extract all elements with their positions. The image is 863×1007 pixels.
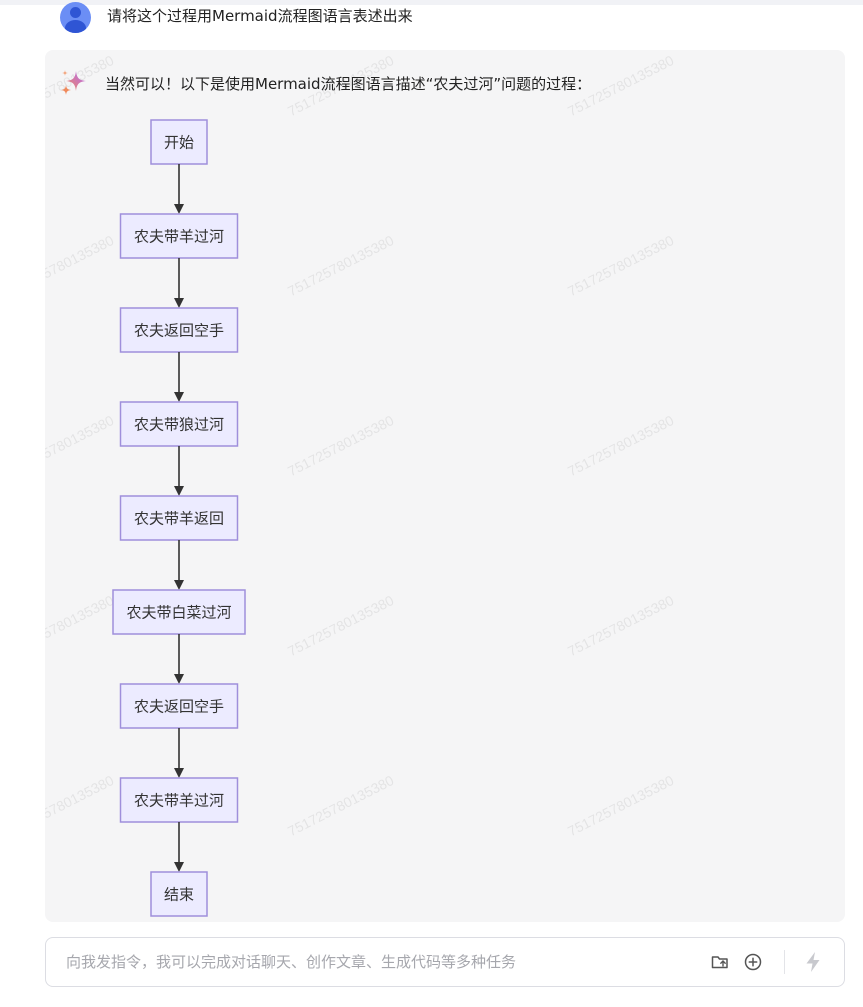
flow-node-n7: 农夫带羊过河 [119,777,239,823]
flow-node-label: 结束 [164,886,194,904]
flow-node-n5: 农夫带白菜过河 [112,589,246,635]
arrow-head-icon [174,580,184,590]
prompt-input[interactable] [66,951,626,973]
flow-edge [174,540,184,590]
folder-upload-icon [711,956,728,969]
sparkle-icon [61,70,86,95]
folder-upload-button[interactable] [709,951,731,973]
assistant-intro-text: 当然可以！以下是使用Mermaid流程图语言描述“农夫过河”问题的过程： [105,75,592,93]
user-message: 请将这个过程用Mermaid流程图语言表述出来 [107,7,413,25]
lightning-send-icon [806,952,820,972]
flow-node-label: 农夫带羊过河 [134,228,224,246]
flow-node-n2: 农夫返回空手 [119,307,239,353]
flow-edge [174,634,184,684]
flow-edge [174,822,184,872]
composer-bar [45,937,845,987]
flow-node-box [119,777,239,823]
flow-node-label: 开始 [164,134,194,152]
flow-node-label: 农夫返回空手 [134,698,224,716]
flow-node-box [119,213,239,259]
toolbar-divider [784,950,785,974]
arrow-head-icon [174,392,184,402]
arrow-head-icon [174,862,184,872]
flow-node-label: 农夫返回空手 [134,322,224,340]
flow-node-box [150,119,208,165]
flow-node-n3: 农夫带狼过河 [119,401,239,447]
flow-edge [174,728,184,778]
flow-node-start: 开始 [150,119,208,165]
add-attachment-button[interactable] [742,951,764,973]
flow-node-n1: 农夫带羊过河 [119,213,239,259]
flow-edge [174,352,184,402]
flow-node-box [119,495,239,541]
send-button[interactable] [802,951,824,973]
flow-node-label: 农夫带狼过河 [134,416,224,434]
mermaid-flowchart: 开始农夫带羊过河农夫返回空手农夫带狼过河农夫带羊返回农夫带白菜过河农夫返回空手农… [112,119,246,917]
flow-node-label: 农夫带羊返回 [134,510,224,528]
arrow-head-icon [174,298,184,308]
user-avatar [60,2,91,33]
user-avatar-head-icon [70,7,81,18]
flow-node-end: 结束 [150,871,208,917]
flow-edge [174,164,184,214]
arrow-head-icon [174,674,184,684]
plus-circle-icon [744,953,762,971]
flow-node-label: 农夫带羊过河 [134,792,224,810]
arrow-head-icon [174,486,184,496]
flow-node-n4: 农夫带羊返回 [119,495,239,541]
flow-edge [174,446,184,496]
arrow-head-icon [174,204,184,214]
user-avatar-body-icon [65,20,86,33]
arrow-head-icon [174,768,184,778]
flow-node-box [150,871,208,917]
flow-node-label: 农夫带白菜过河 [126,604,231,622]
top-strip [0,0,863,5]
flow-node-n6: 农夫返回空手 [119,683,239,729]
flow-edge [174,258,184,308]
